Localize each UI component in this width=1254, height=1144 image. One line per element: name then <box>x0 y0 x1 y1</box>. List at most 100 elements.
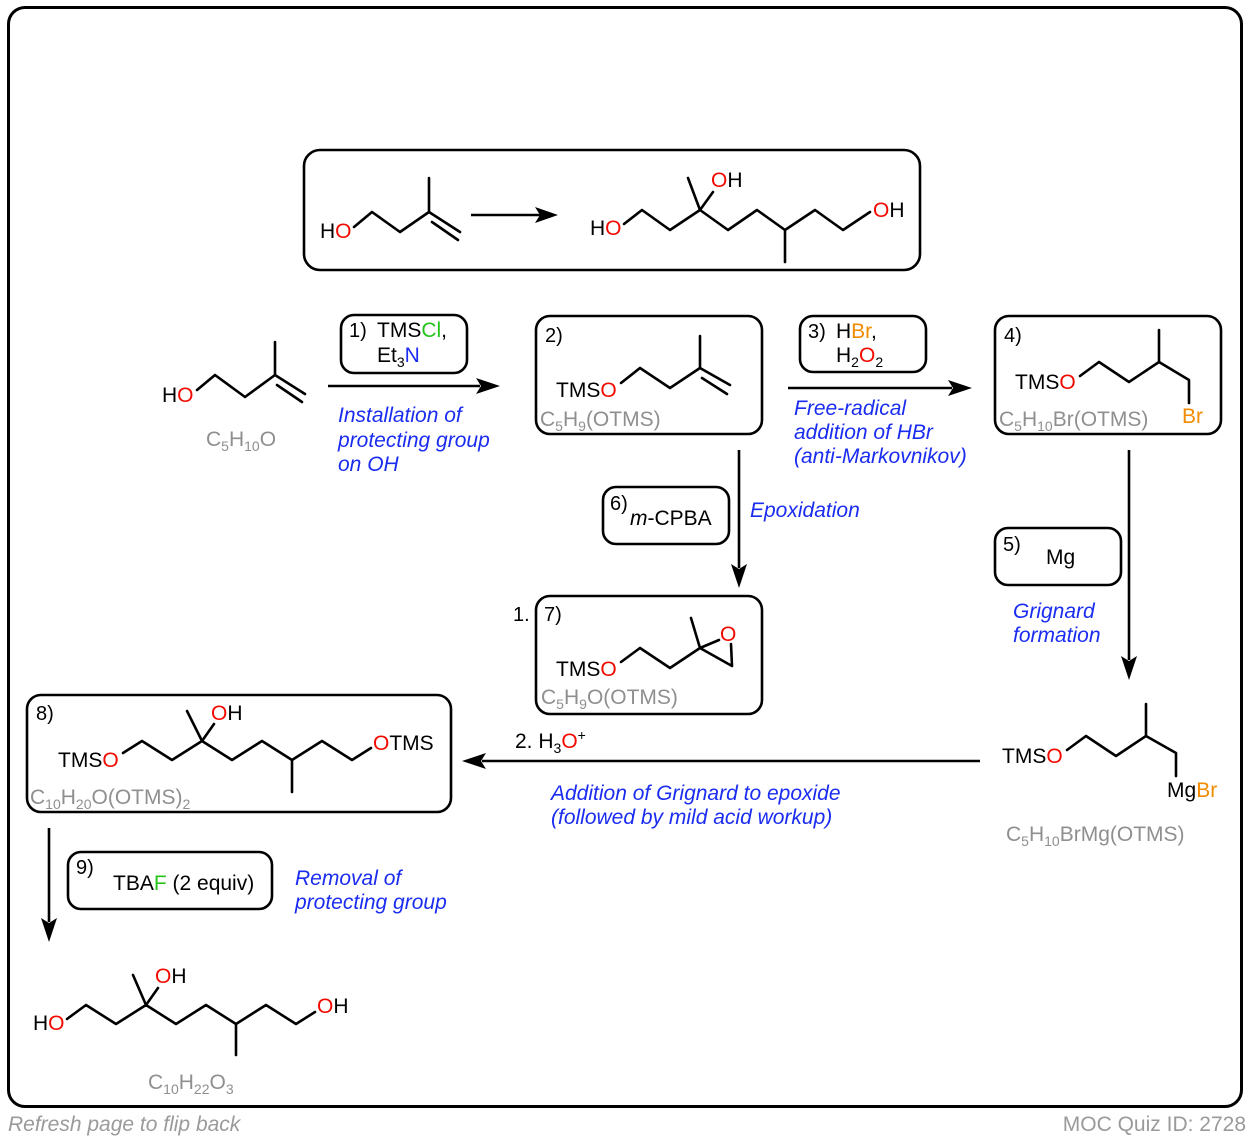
bond-chain <box>619 366 732 390</box>
bond-double <box>700 376 729 396</box>
molecule-grignard: TMSO MgBr C5H10BrMg(OTMS) <box>1002 702 1217 849</box>
note-line: formation <box>1013 624 1101 647</box>
overview-panel: HO HO OH OH <box>302 148 922 272</box>
step-6: 6) m-CPBA Epoxidation <box>601 450 860 588</box>
bond-chain <box>195 373 307 399</box>
reagent-et3n: Et3N <box>377 344 420 370</box>
bond-methyl <box>689 616 702 650</box>
molecule-7: 1. 7) TMSO O C5H9O(OTMS) <box>513 594 764 716</box>
step-number: 8) <box>36 703 54 725</box>
reagent-tbaf: TBAF (2 equiv) <box>113 872 254 895</box>
molecule-box-7 <box>534 594 764 716</box>
molecule-final: HO OH OH C10H22O3 <box>33 965 349 1097</box>
molecule-start: HO C5H10O <box>162 340 307 454</box>
note-line: protecting group <box>337 429 490 452</box>
atom-oh: OH <box>155 965 187 988</box>
formula-2: C5H9(OTMS) <box>540 408 661 434</box>
note-line: Free-radical <box>794 397 907 420</box>
arrow-head <box>535 207 558 223</box>
bond-chain <box>65 1003 317 1026</box>
atom-tmso: TMSO <box>556 379 617 402</box>
step-9: 9) TBAF (2 equiv) Removal of protecting … <box>41 828 447 942</box>
overview-box <box>302 148 922 272</box>
bond-chain <box>1065 734 1178 778</box>
note-line: addition of HBr <box>794 421 934 444</box>
atom-otms: OTMS <box>373 732 434 755</box>
step-number: 7) <box>544 604 562 626</box>
atom-oh: OH <box>211 702 243 725</box>
atom-oh: OH <box>317 995 349 1018</box>
step-number: 4) <box>1004 325 1022 347</box>
molecule-4: 4) TMSO Br C5H10Br(OTMS) <box>993 314 1223 436</box>
diagram-frame <box>7 6 1243 1108</box>
bond-oh <box>200 722 216 743</box>
atom-ho: HO <box>33 1012 65 1035</box>
bond-oh <box>698 190 715 212</box>
note-line: (followed by mild acid workup) <box>551 806 832 829</box>
bond-double <box>430 220 460 242</box>
note-line: (anti-Markovnikov) <box>794 445 967 468</box>
step-number: 5) <box>1003 534 1021 556</box>
reagent-box-6 <box>601 485 731 546</box>
molecule-2: 2) TMSO C5H9(OTMS) <box>534 314 764 436</box>
step-prefix: 1. <box>513 604 530 626</box>
bond-chain <box>1078 360 1191 405</box>
bond-oh <box>144 986 160 1007</box>
arrow-head <box>462 753 486 769</box>
atom-epoxide-o: O <box>720 623 736 646</box>
reagent-tmscl: TMSCl, <box>377 319 447 342</box>
atom-tmso: TMSO <box>556 658 617 681</box>
bond-chain <box>622 208 872 232</box>
step-number: 6) <box>610 493 628 515</box>
note-line: on OH <box>338 453 400 476</box>
note-line: Addition of Grignard to epoxide <box>549 782 841 805</box>
atom-tmso: TMSO <box>1002 745 1063 768</box>
atom-br: Br <box>1182 405 1203 428</box>
bond-epoxide-ring <box>698 642 734 668</box>
atom-mgbr: MgBr <box>1167 779 1217 802</box>
overview-target-molecule: HO OH OH <box>590 169 905 264</box>
step-3: 3) HBr, H2O2 Free-radical addition of HB… <box>788 314 972 468</box>
bond-methyl <box>131 973 148 1007</box>
formula-grignard: C5H10BrMg(OTMS) <box>1006 823 1185 849</box>
step-number: 9) <box>76 857 94 879</box>
step-1: 1) TMSCl, Et3N Installation of protectin… <box>328 313 500 476</box>
formula-start: C5H10O <box>206 428 276 454</box>
refresh-hint: Refresh page to flip back <box>8 1113 241 1136</box>
formula-8: C10H20O(OTMS)2 <box>30 786 190 812</box>
atom-oh-right: OH <box>873 199 905 222</box>
reagent-box-3 <box>798 314 928 374</box>
step-number: 3) <box>808 321 826 343</box>
note-line: protecting group <box>294 891 447 914</box>
step-number: 2) <box>545 325 563 347</box>
note-line: Grignard <box>1013 600 1096 623</box>
bond-chain <box>121 739 373 762</box>
atom-oh-mid: OH <box>711 169 743 192</box>
note-epoxidation: Epoxidation <box>750 499 860 522</box>
reagent-box-1 <box>339 313 469 375</box>
atom-oh-left: HO <box>590 217 622 240</box>
atom-ho: HO <box>162 384 194 407</box>
arrow-head <box>1121 656 1137 680</box>
molecule-box-4 <box>993 314 1223 436</box>
formula-4: C5H10Br(OTMS) <box>999 408 1148 434</box>
bond-chain <box>352 210 462 234</box>
reagent-box-5 <box>993 526 1123 587</box>
note-line: Removal of <box>295 867 403 890</box>
bond-double <box>275 383 304 404</box>
step-5: 5) Mg Grignard formation <box>993 450 1137 680</box>
molecule-8: 8) TMSO OH OTMS C10H20O(OTMS)2 <box>25 693 453 814</box>
bond-chain <box>619 646 702 670</box>
step-grignard-addition: 2. H3O+ Addition of Grignard to epoxide … <box>462 727 980 829</box>
reagent-mcpba: m-CPBA <box>630 507 712 530</box>
reagent-hbr: HBr, <box>836 320 877 343</box>
quiz-id: MOC Quiz ID: 2728 <box>1062 1113 1246 1136</box>
arrow-head <box>476 378 500 394</box>
bond-methyl <box>185 709 204 743</box>
reagent-mg: Mg <box>1046 546 1075 569</box>
reagent-h2o2: H2O2 <box>836 344 883 370</box>
atom-tmso: TMSO <box>58 749 119 772</box>
step-number: 1) <box>349 320 367 342</box>
bond-epoxide-o <box>698 638 721 650</box>
